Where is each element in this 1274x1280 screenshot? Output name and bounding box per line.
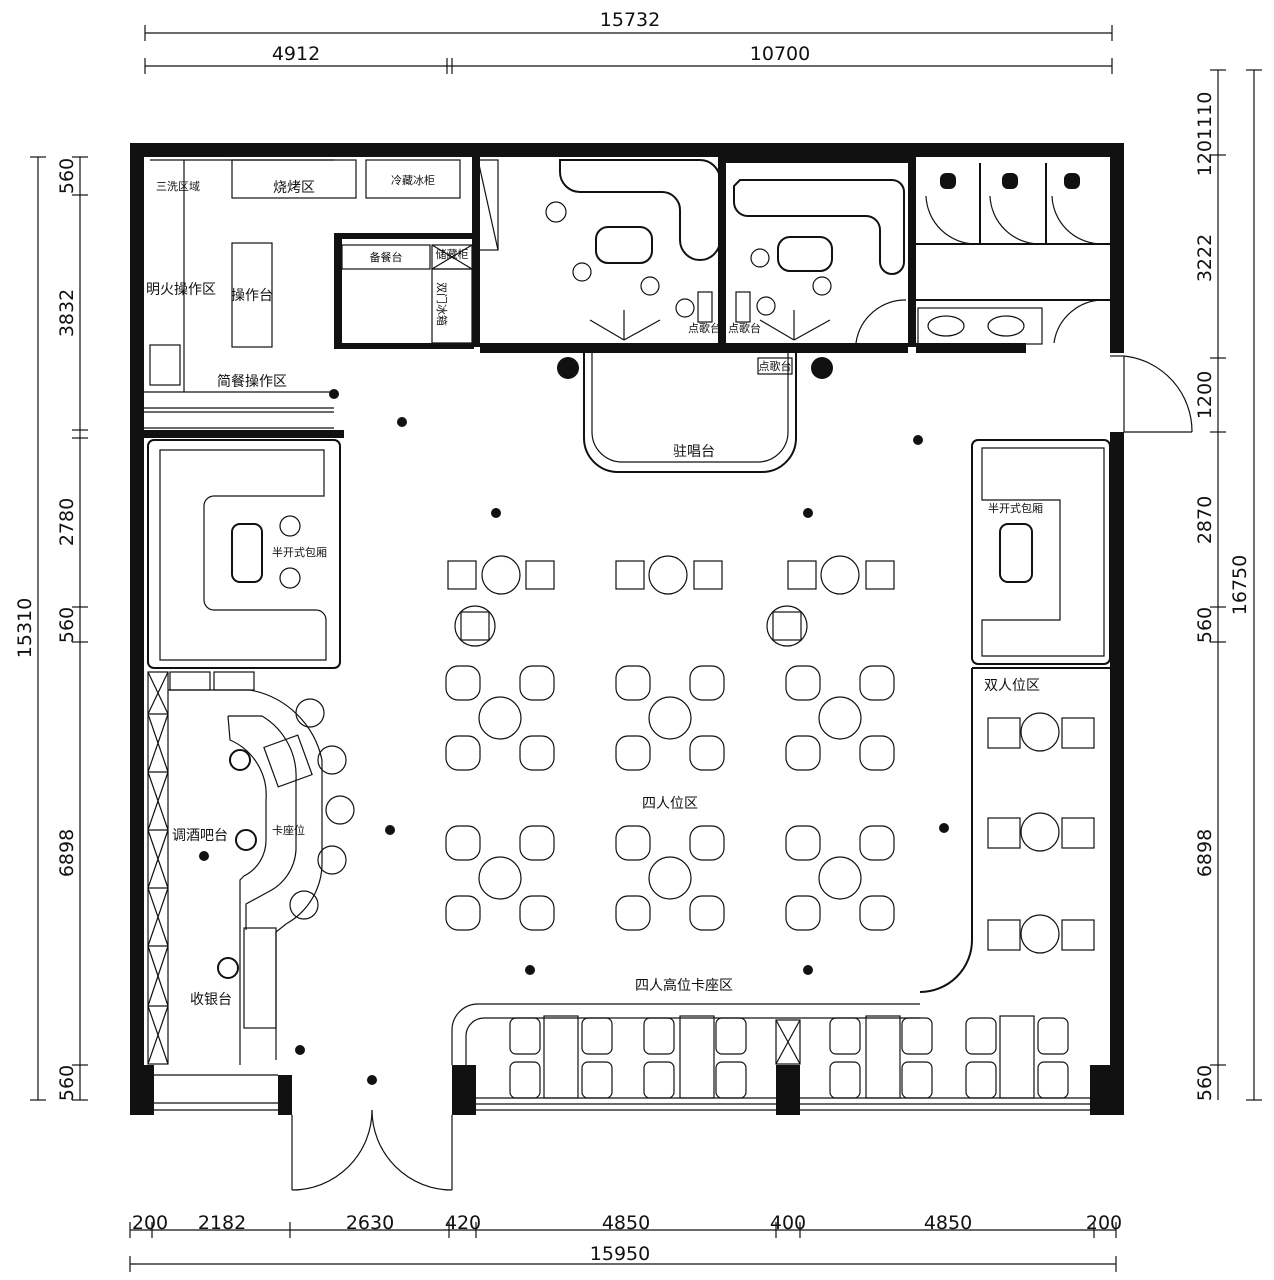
label-fridge: 冷藏冰柜 [391,174,435,187]
label-bar: 调酒吧台 [172,828,228,844]
dim-left-seg-4: 560 [56,607,78,643]
semi-private-right [971,439,1111,665]
label-worktable: 操作台 [231,288,273,304]
dimension-top [144,25,1113,74]
dim-bottom-seg-3: 2630 [346,1212,394,1234]
label-open-fire: 明火操作区 [146,282,216,298]
label-four-person: 四人位区 [642,796,698,812]
person-icon [199,389,949,1085]
dim-top-total: 15732 [600,9,660,31]
dim-right-seg-4: 2870 [1194,496,1216,544]
label-two-person: 双人位区 [984,678,1040,694]
plant-icon [557,357,833,379]
bar-area [147,671,355,1076]
dimension-bottom [129,1222,1117,1272]
dim-bottom-seg-4: 420 [445,1212,481,1234]
dining-tables-row1 [447,555,895,647]
dim-right-seg-2: 3222 [1194,234,1216,282]
dim-top-right: 10700 [750,43,810,65]
label-ktv-left: 点歌台 [688,321,721,335]
dim-left-total: 15310 [14,598,36,658]
label-double-fridge: 双门冰箱 [435,282,449,326]
exterior-walls [130,143,1124,1115]
dim-bottom-seg-6: 400 [770,1212,806,1234]
dim-left-seg-3: 2780 [56,498,78,546]
window-glazing [154,1097,1090,1111]
ktv-rooms [480,157,916,353]
label-booth: 卡座位 [272,823,305,837]
label-ktv-desk: 点歌台 [759,359,792,373]
dim-bottom-seg-7: 4850 [924,1212,972,1234]
dim-right-seg-1: 1201110 [1194,92,1216,177]
dim-right-seg-6: 6898 [1194,829,1216,877]
label-wash: 三洗区域 [156,180,200,193]
dim-bottom-total: 15950 [590,1243,650,1265]
dim-right-seg-3: 1200 [1194,371,1216,419]
label-bbq: 烧烤区 [273,180,315,196]
label-ktv-right: 点歌台 [728,321,761,335]
stage [583,353,797,473]
restrooms [855,163,1110,353]
side-door [1110,355,1193,433]
two-person-area [919,667,1110,993]
dim-top-left: 4912 [272,43,320,65]
label-semi-private-left: 半开式包厢 [272,545,327,559]
dim-left-seg-5: 6898 [56,829,78,877]
label-prep: 备餐台 [370,250,403,264]
dim-right-seg-5: 560 [1194,607,1216,643]
entrance-door [291,1109,453,1191]
semi-private-left [147,439,341,669]
label-simple-cook: 简餐操作区 [217,373,287,390]
dim-left-seg-6: 560 [56,1065,78,1101]
label-semi-private-right: 半开式包厢 [988,501,1043,515]
label-storage: 储藏柜 [436,247,469,261]
dim-right-total: 16750 [1229,555,1251,615]
four-person-tables [445,665,895,931]
label-stage: 驻唱台 [673,444,715,460]
kitchen [144,157,499,438]
high-booth-area [451,1003,1069,1099]
label-cashier: 收银台 [190,992,232,1008]
label-high-booth: 四人高位卡座区 [635,977,733,994]
dim-right-seg-7: 560 [1194,1065,1216,1101]
dim-bottom-seg-2: 2182 [198,1212,246,1234]
dimension-right [1210,69,1262,1101]
dim-left-seg-1: 560 [56,158,78,194]
dim-bottom-seg-5: 4850 [602,1212,650,1234]
dim-left-seg-2: 3832 [56,289,78,337]
dim-bottom-seg-8: 200 [1086,1212,1122,1234]
dimension-left [30,156,88,1101]
dim-bottom-seg-1: 200 [132,1212,168,1234]
